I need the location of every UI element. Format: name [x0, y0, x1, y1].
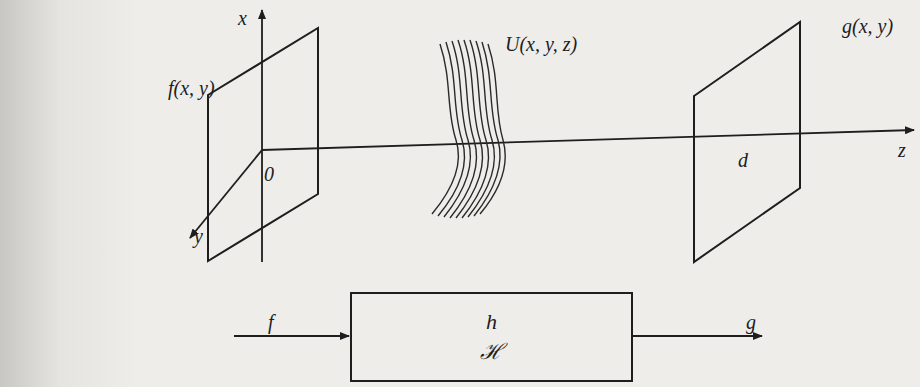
field-label: U(x, y, z)	[505, 34, 577, 54]
axis-label: z	[898, 140, 906, 160]
system-operator: ℋ	[480, 337, 503, 367]
input-plane	[208, 28, 318, 261]
system-box: hℋ	[350, 292, 633, 382]
output-arrow	[633, 335, 762, 337]
plane-label: g(x, y)	[842, 16, 893, 36]
origin-label: 0	[264, 164, 274, 184]
distance-label: d	[738, 150, 748, 170]
x-axis	[261, 10, 263, 262]
y-axis	[190, 150, 262, 238]
signal-label: f	[268, 312, 274, 332]
plane-label: f(x, y)	[168, 78, 215, 98]
output-plane	[694, 22, 800, 262]
impulse-response: h	[486, 307, 497, 337]
z-axis	[262, 130, 914, 150]
signal-label: g	[746, 312, 756, 332]
wavefronts	[432, 40, 505, 218]
input-arrow	[234, 335, 349, 337]
axis-label: y	[194, 226, 203, 246]
axis-label: x	[238, 8, 247, 28]
